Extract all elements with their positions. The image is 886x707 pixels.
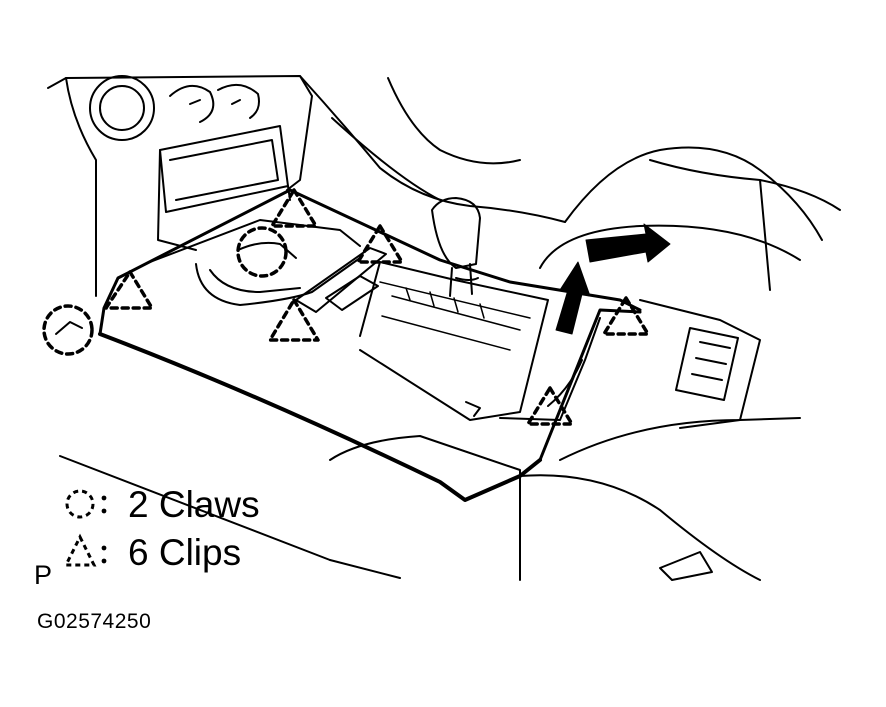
- clip-marker: [602, 296, 650, 336]
- figure-id: G02574250: [37, 610, 152, 633]
- clip-marker: [356, 224, 404, 264]
- center-stack-opening: [157, 125, 291, 251]
- legend-clips: 6 Clips: [62, 532, 241, 572]
- seat-armrest: [539, 224, 801, 461]
- claw-marker: [42, 304, 94, 356]
- floor-lines: [59, 435, 761, 581]
- page-letter: P: [34, 560, 53, 590]
- clip-marker: [104, 270, 154, 310]
- dashed-triangle-icon: [63, 533, 107, 567]
- legend-clips-label: 6 Clips: [128, 531, 242, 573]
- arrow-up-icon: [555, 261, 591, 335]
- legend-claws: 2 Claws: [62, 484, 260, 524]
- clip-marker: [526, 386, 574, 426]
- clip-marker: [270, 188, 318, 228]
- dashed-circle-icon: [65, 489, 107, 519]
- removal-arrows: [555, 223, 671, 335]
- shift-lever: [431, 197, 481, 297]
- clip-markers: [104, 188, 650, 426]
- arrow-right-icon: [585, 223, 671, 263]
- air-vent-detail: [89, 75, 260, 141]
- legend-claws-label: 2 Claws: [128, 483, 260, 525]
- dashboard-outline: [47, 75, 841, 297]
- claw-marker: [236, 226, 288, 278]
- clip-marker: [268, 298, 320, 342]
- console-panel: [98, 188, 642, 502]
- claw-markers: [42, 226, 288, 356]
